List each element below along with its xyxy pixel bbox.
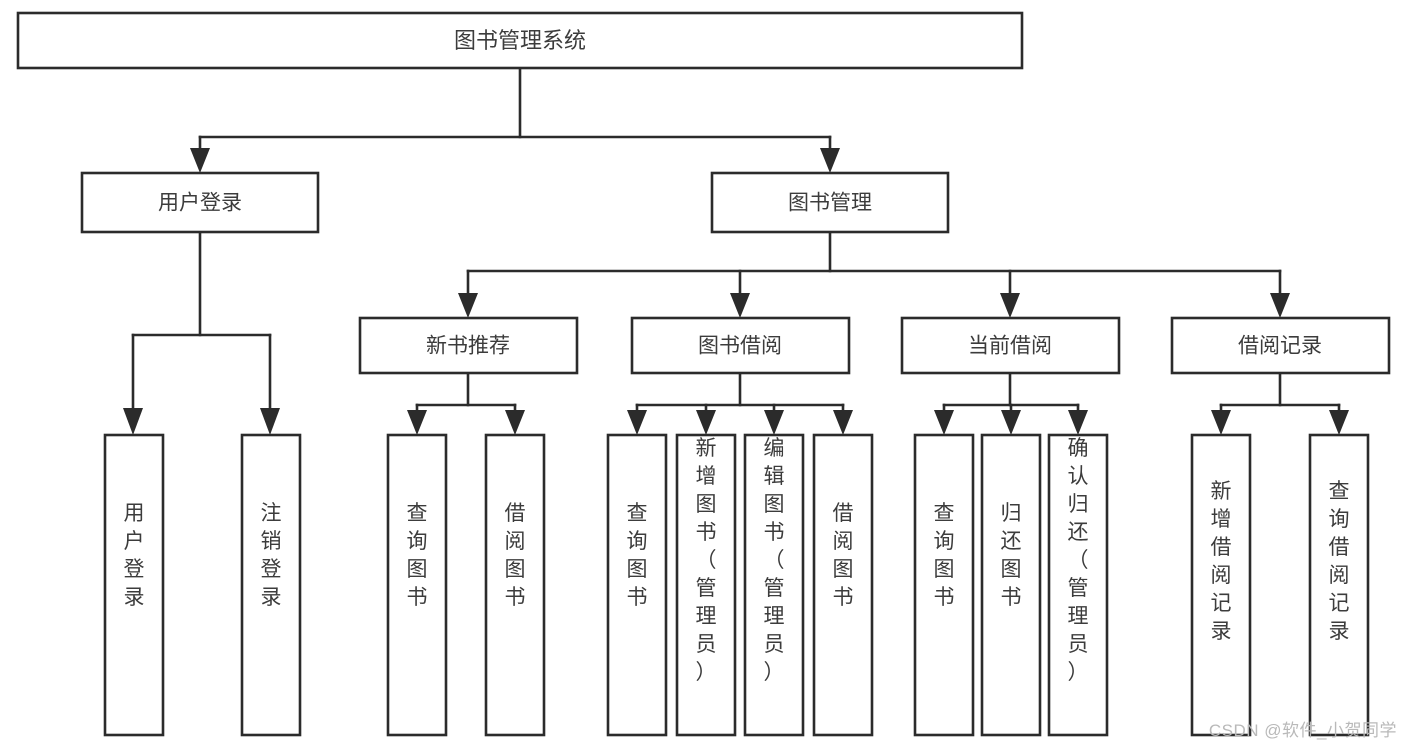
- node-user-login-box[interactable]: [80, 171, 320, 234]
- leaf-node[interactable]: 确认归还（管理员）: [1047, 433, 1109, 737]
- leaf-node[interactable]: 查询图书: [913, 433, 975, 737]
- leaf-node[interactable]: 借阅图书: [484, 433, 546, 737]
- node-borrow-record[interactable]: 借阅记录: [1170, 316, 1391, 375]
- leaf-record-add-box[interactable]: [1190, 433, 1252, 737]
- leaf-current-confirm-box[interactable]: [1047, 433, 1109, 737]
- leaf-borrow-edit-box[interactable]: [743, 433, 805, 737]
- leaf-user-login-label: 用户登录: [124, 502, 145, 609]
- leaf-logout-box[interactable]: [240, 433, 302, 737]
- arrow-root-to-book-mgmt: [820, 148, 840, 173]
- node-borrow-record-label: 借阅记录: [1238, 335, 1322, 358]
- leaf-node[interactable]: 注销登录: [240, 433, 302, 737]
- arrow-book-borrow-leaf-2: [696, 410, 716, 435]
- leaf-current-return-box[interactable]: [980, 433, 1042, 737]
- leaf-node[interactable]: 归还图书: [980, 433, 1042, 737]
- leaf-current-query-box[interactable]: [913, 433, 975, 737]
- node-new-book-recommend-label: 新书推荐: [426, 335, 510, 358]
- leaf-borrow-book-label: 借阅图书: [833, 502, 854, 609]
- arrow-current-borrow-leaf-2: [1001, 410, 1021, 435]
- arrow-book-borrow-leaf-1: [627, 410, 647, 435]
- leaf-node[interactable]: 用户登录: [103, 433, 165, 737]
- node-book-borrow-box[interactable]: [630, 316, 851, 375]
- leaf-borrow-add-box[interactable]: [675, 433, 737, 737]
- leaf-borrow-add-label: 新增图书（管理员）: [696, 437, 717, 684]
- leaf-node[interactable]: 查询图书: [386, 433, 448, 737]
- leaf-borrow-query-label: 查询图书: [627, 502, 648, 609]
- leaf-user-login-box[interactable]: [103, 433, 165, 737]
- node-book-borrow[interactable]: 图书借阅: [630, 316, 851, 375]
- leaf-current-return-label: 归还图书: [1001, 502, 1022, 609]
- leaf-current-query-label: 查询图书: [934, 502, 955, 609]
- arrow-current-borrow-leaf-1: [934, 410, 954, 435]
- arrow-user-login-leaf-2: [260, 408, 280, 435]
- node-current-borrow-label: 当前借阅: [968, 335, 1052, 358]
- node-book-borrow-label: 图书借阅: [698, 335, 782, 358]
- node-root[interactable]: 图书管理系统: [16, 11, 1024, 70]
- node-new-book-recommend-box[interactable]: [358, 316, 579, 375]
- leaf-current-confirm-label: 确认归还（管理员）: [1068, 437, 1089, 684]
- arrow-book-mgmt-to-new-book: [458, 293, 478, 318]
- arrow-root-to-user-login: [190, 148, 210, 173]
- arrow-borrow-record-leaf-2: [1329, 410, 1349, 435]
- leaf-new-book-borrow-box[interactable]: [484, 433, 546, 737]
- node-current-borrow-box[interactable]: [900, 316, 1121, 375]
- leaf-record-query-label: 查询借阅记录: [1329, 480, 1350, 643]
- leaf-node[interactable]: 新增借阅记录: [1190, 433, 1252, 737]
- node-book-management[interactable]: 图书管理: [710, 171, 950, 234]
- node-root-box[interactable]: [16, 11, 1024, 70]
- leaf-logout-label: 注销登录: [261, 502, 282, 609]
- node-book-management-box[interactable]: [710, 171, 950, 234]
- leaf-new-book-query-box[interactable]: [386, 433, 448, 737]
- leaf-new-book-borrow-label: 借阅图书: [505, 502, 526, 609]
- arrow-user-login-leaf-1: [123, 408, 143, 435]
- leaf-new-book-query-label: 查询图书: [407, 502, 428, 609]
- node-current-borrow[interactable]: 当前借阅: [900, 316, 1121, 375]
- arrow-book-borrow-leaf-4: [833, 410, 853, 435]
- arrow-new-book-leaf-2: [505, 410, 525, 435]
- arrow-book-mgmt-to-current-borrow: [1000, 293, 1020, 318]
- node-book-management-label: 图书管理: [788, 192, 872, 215]
- connectors: [123, 66, 1349, 435]
- arrow-borrow-record-leaf-1: [1211, 410, 1231, 435]
- leaf-node[interactable]: 编辑图书（管理员）: [743, 433, 805, 737]
- leaf-record-add-label: 新增借阅记录: [1211, 480, 1232, 643]
- node-new-book-recommend[interactable]: 新书推荐: [358, 316, 579, 375]
- arrow-book-borrow-leaf-3: [764, 410, 784, 435]
- arrow-book-mgmt-to-book-borrow: [730, 293, 750, 318]
- node-user-login-label: 用户登录: [158, 192, 242, 215]
- node-borrow-record-box[interactable]: [1170, 316, 1391, 375]
- node-user-login[interactable]: 用户登录: [80, 171, 320, 234]
- leaf-node[interactable]: 新增图书（管理员）: [675, 433, 737, 737]
- leaf-node[interactable]: 查询借阅记录: [1308, 433, 1370, 737]
- arrow-current-borrow-leaf-3: [1068, 410, 1088, 435]
- arrow-book-mgmt-to-borrow-record: [1270, 293, 1290, 318]
- leaf-node[interactable]: 查询图书: [606, 433, 668, 737]
- leaf-borrow-book-box[interactable]: [812, 433, 874, 737]
- leaf-node[interactable]: 借阅图书: [812, 433, 874, 737]
- leaf-borrow-edit-label: 编辑图书（管理员）: [764, 437, 785, 684]
- node-root-label: 图书管理系统: [454, 28, 586, 53]
- leaf-borrow-query-box[interactable]: [606, 433, 668, 737]
- leaf-record-query-box[interactable]: [1308, 433, 1370, 737]
- arrow-new-book-leaf-1: [407, 410, 427, 435]
